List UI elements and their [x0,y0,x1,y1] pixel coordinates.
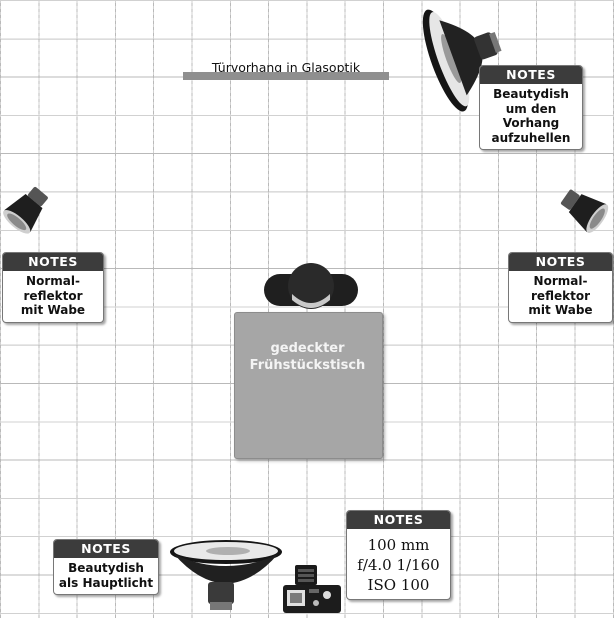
note-top-right: NOTES Beautydish um den Vorhang aufzuhel… [479,65,583,150]
honeycomb-reflector-icon [3,186,48,234]
note-right: NOTES Normal- reflektor mit Wabe [508,252,613,323]
beauty-dish-icon [422,9,502,112]
beauty-dish-icon [170,540,282,610]
note-camera-settings: NOTES 100 mm f/4.0 1/160 ISO 100 [346,510,451,600]
note-header: NOTES [347,511,450,529]
note-header: NOTES [3,253,103,271]
curtain-label: Türvorhang in Glasoptik [211,60,361,75]
camera-icon [283,565,341,613]
note-header: NOTES [509,253,612,271]
note-text: Beautydish um den Vorhang aufzuhellen [491,87,571,145]
note-header: NOTES [54,540,158,558]
breakfast-table [234,312,383,459]
note-header: NOTES [480,66,582,84]
person-topview-icon [264,263,358,309]
note-text: Normal- reflektor mit Wabe [20,274,86,317]
note-text: Normal- reflektor mit Wabe [528,274,593,317]
note-text: Beautydish als Hauptlicht [58,561,154,590]
table-label: gedeckter Frühstückstisch [249,341,366,373]
curtain-bar [183,72,389,80]
note-text: 100 mm f/4.0 1/160 ISO 100 [357,536,440,594]
note-left: NOTES Normal- reflektor mit Wabe [2,252,104,323]
note-bottom-left: NOTES Beautydish als Hauptlicht [53,539,159,595]
honeycomb-reflector-icon [560,189,609,233]
